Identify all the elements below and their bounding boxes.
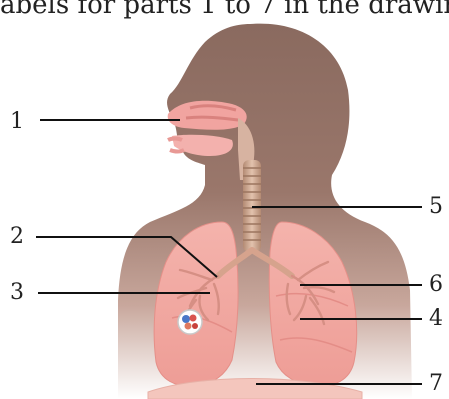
label-1: 1 <box>10 110 24 134</box>
alveoli-detail <box>178 310 202 334</box>
label-6: 6 <box>429 273 443 297</box>
label-7: 7 <box>429 372 443 396</box>
label-5: 5 <box>429 195 443 219</box>
label-2: 2 <box>10 225 24 249</box>
label-4: 4 <box>429 307 443 331</box>
label-3: 3 <box>10 281 24 305</box>
